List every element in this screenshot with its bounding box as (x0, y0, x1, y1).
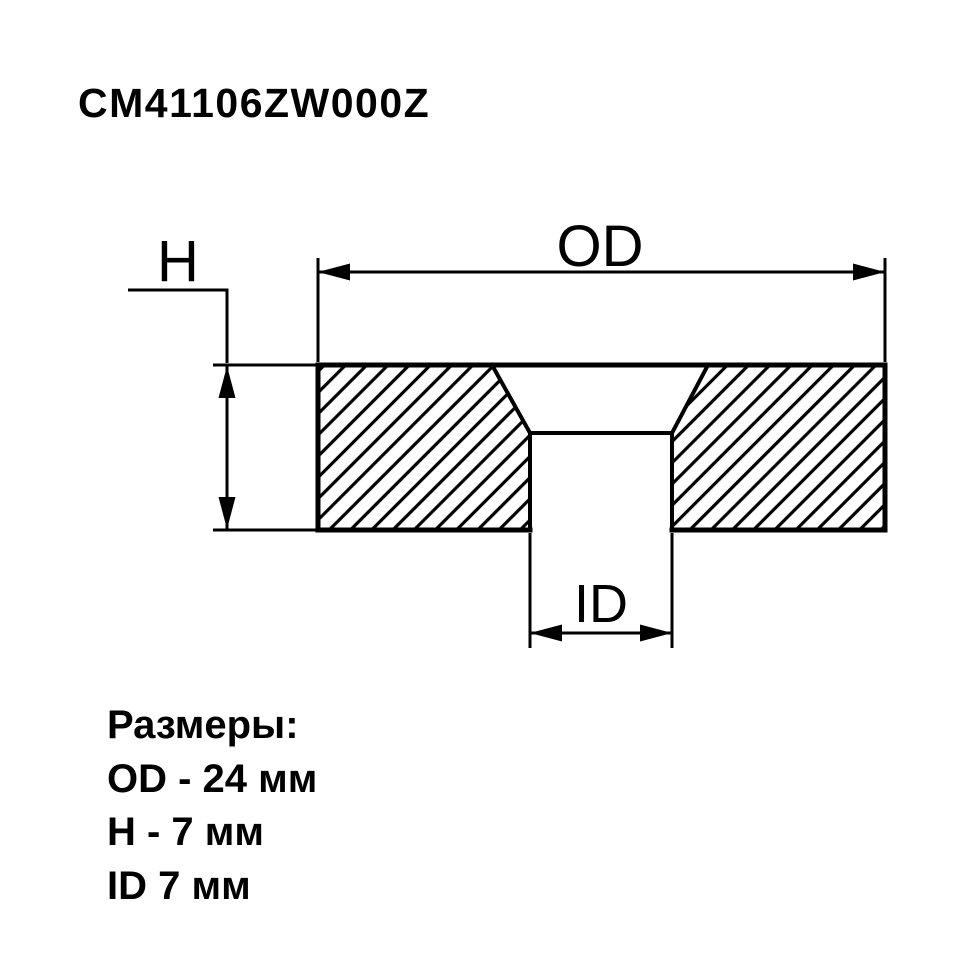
countersink-left-slope (489, 362, 533, 436)
id-arrowhead-right (640, 624, 672, 642)
part-number-title: CM41106ZW000Z (78, 80, 431, 126)
h-arrowhead-bottom (218, 497, 236, 529)
countersink-right-slope (669, 362, 711, 436)
od-dimension: OD (316, 214, 887, 362)
dimension-line-id: ID 7 мм (107, 863, 251, 908)
od-dimension-label: OD (557, 214, 644, 279)
dimensions-text-block: Размеры: OD - 24 мм H - 7 мм ID 7 мм (107, 699, 317, 913)
id-arrowhead-left (530, 624, 562, 642)
dimension-line-od: OD - 24 мм (107, 756, 318, 801)
h-leader-line (128, 288, 229, 363)
h-dimension-label: H (157, 229, 199, 294)
od-arrowhead-left (318, 263, 350, 281)
id-dimension: ID (528, 533, 674, 648)
h-dimension: H (128, 229, 316, 532)
od-arrowhead-right (853, 263, 885, 281)
id-dimension-label: ID (574, 574, 628, 634)
dimension-line-h: H - 7 мм (107, 810, 264, 854)
hatch-region-right (672, 365, 885, 530)
hatch-region-left (318, 365, 530, 530)
h-arrowhead-top (218, 366, 236, 398)
part-section (315, 362, 888, 533)
dimensions-heading: Размеры: (107, 703, 299, 747)
